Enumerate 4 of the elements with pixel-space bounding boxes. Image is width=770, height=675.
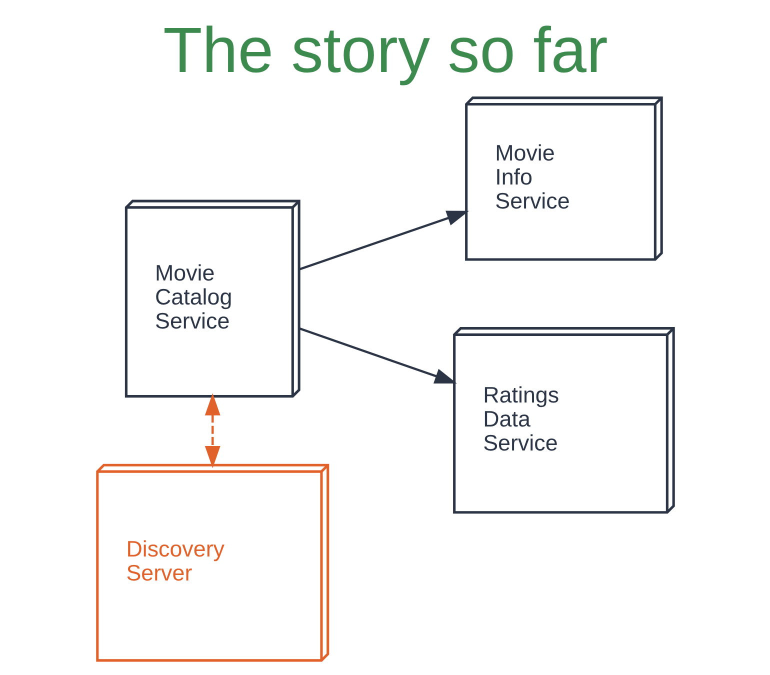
diagram-title: The story so far <box>162 14 608 86</box>
arrow <box>204 393 220 468</box>
arrow <box>298 210 468 270</box>
arrow <box>298 327 456 384</box>
